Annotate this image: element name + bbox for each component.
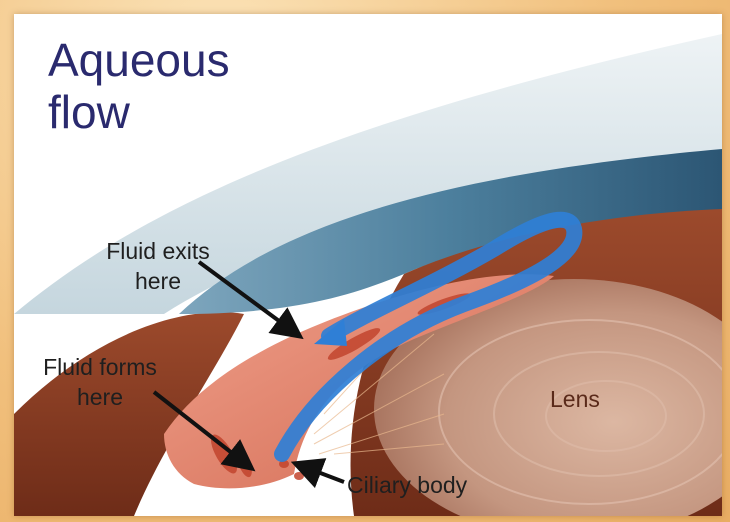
label-fluid-exits-line1: Fluid exits bbox=[106, 238, 210, 264]
label-fluid-forms-line2: here bbox=[77, 384, 123, 410]
label-ciliary-body: Ciliary body bbox=[347, 470, 467, 500]
label-lens: Lens bbox=[550, 384, 600, 414]
label-fluid-exits-line2: here bbox=[135, 268, 181, 294]
title-line-2: flow bbox=[48, 86, 130, 138]
pointer-ciliary-body bbox=[302, 466, 344, 482]
label-fluid-forms: Fluid forms here bbox=[20, 352, 180, 412]
title-line-1: Aqueous bbox=[48, 34, 230, 86]
label-fluid-exits: Fluid exits here bbox=[78, 236, 238, 296]
label-fluid-forms-line1: Fluid forms bbox=[43, 354, 157, 380]
